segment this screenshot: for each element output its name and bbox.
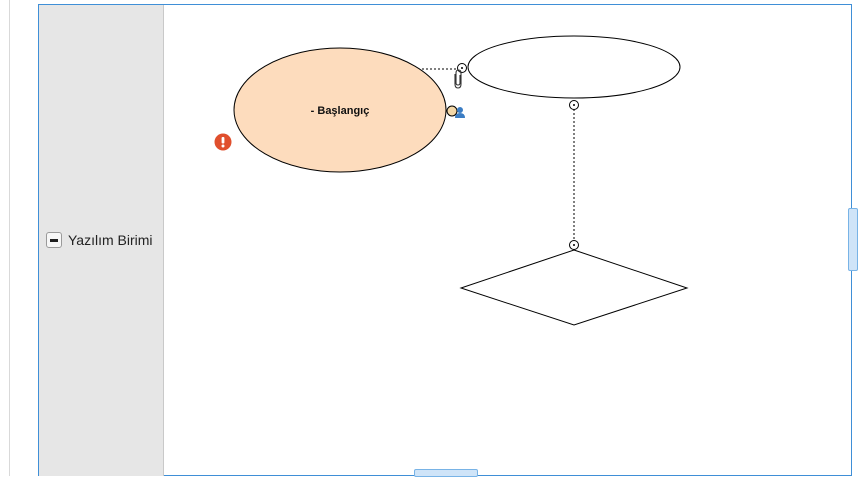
lane-title: Yazılım Birimi	[46, 229, 153, 251]
gateway-diamond-shape[interactable]	[459, 249, 689, 326]
lane-label: Yazılım Birimi	[68, 232, 153, 248]
top-ellipse-shape[interactable]	[467, 35, 681, 99]
start-event-label: - Başlangıç	[311, 105, 370, 117]
connection-point-dot	[573, 104, 575, 106]
user-icon[interactable]	[455, 107, 465, 118]
connection-point-dot	[461, 67, 463, 69]
connection-point-dot	[573, 244, 575, 246]
alert-icon[interactable]	[214, 133, 232, 151]
connection-point[interactable]	[446, 105, 458, 117]
left-gutter	[0, 0, 10, 476]
start-event-shape[interactable]	[233, 47, 447, 173]
paperclip-icon[interactable]	[454, 69, 462, 89]
pool-resize-handle-right[interactable]	[848, 208, 858, 271]
collapse-icon[interactable]	[46, 232, 62, 248]
swimlane-pool[interactable]	[38, 4, 852, 476]
